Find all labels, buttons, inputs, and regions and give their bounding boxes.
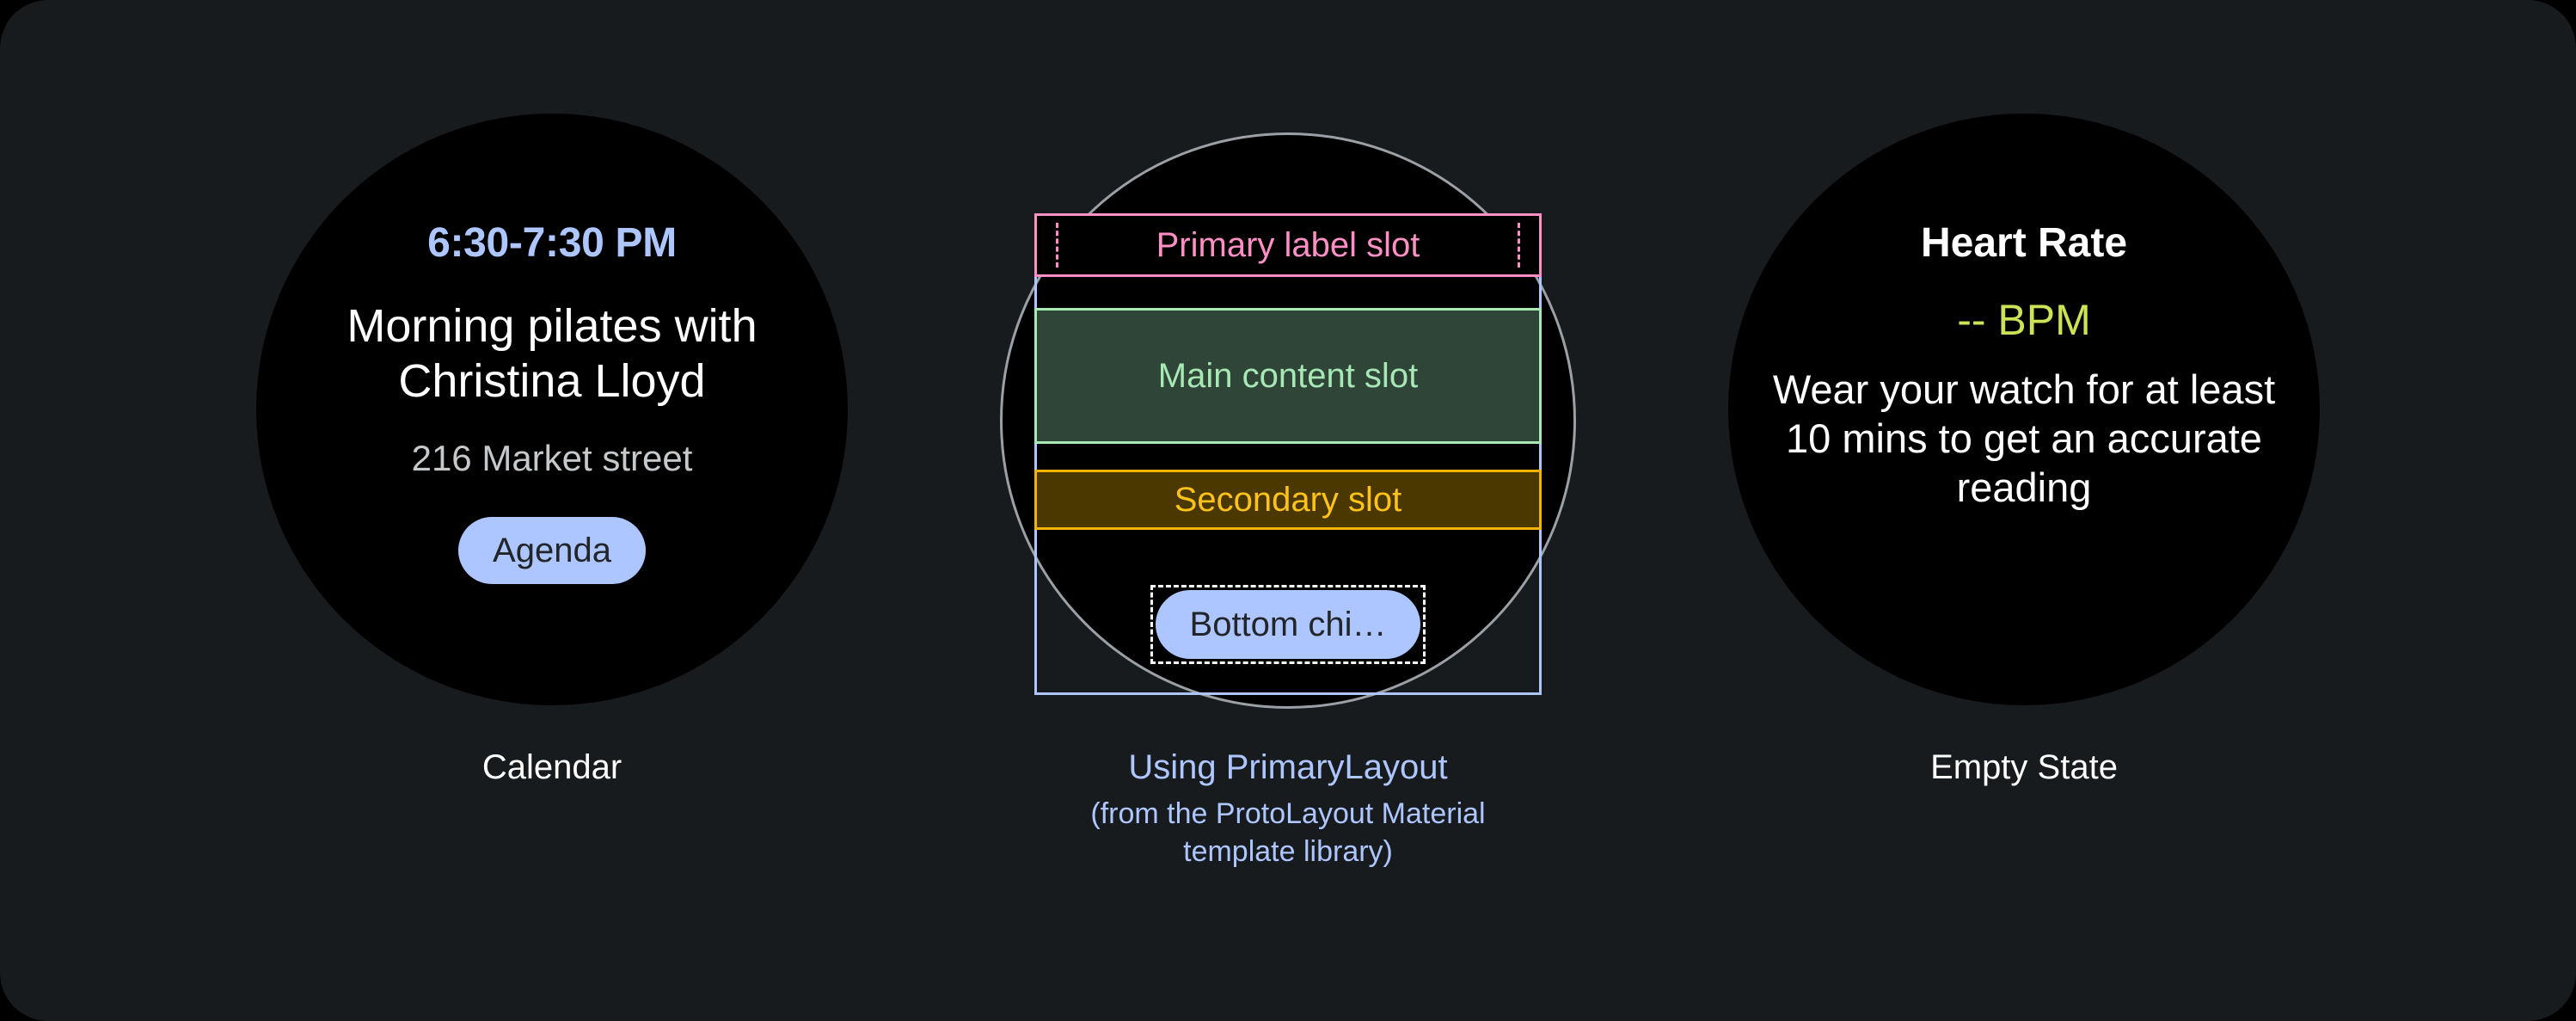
panel-primary-layout: Primary label slot Main content slot Sec…: [987, 114, 1589, 870]
secondary-slot-label: Secondary slot: [1174, 480, 1402, 519]
heart-rate-message: Wear your watch for at least 10 mins to …: [1772, 366, 2276, 511]
main-content-slot[interactable]: Main content slot: [1034, 308, 1542, 444]
caption-empty-state-label: Empty State: [1930, 748, 2118, 786]
watch-empty-state: Heart Rate -- BPM Wear your watch for at…: [1728, 114, 2320, 705]
bottom-chip-bounds: Bottom chi…: [1150, 584, 1426, 664]
event-time-range: 6:30-7:30 PM: [427, 220, 677, 266]
secondary-slot[interactable]: Secondary slot: [1034, 470, 1542, 530]
primary-label-slot-label: Primary label slot: [1156, 225, 1420, 264]
agenda-chip-button[interactable]: Agenda: [458, 517, 646, 585]
watch-calendar: 6:30-7:30 PM Morning pilates with Christ…: [256, 114, 848, 705]
event-title: Morning pilates with Christina Lloyd: [347, 299, 757, 407]
panel-calendar: 6:30-7:30 PM Morning pilates with Christ…: [251, 114, 853, 790]
bottom-chip-slot[interactable]: Bottom chi…: [1037, 556, 1539, 692]
primary-layout-container: Primary label slot Main content slot Sec…: [1034, 213, 1542, 695]
bottom-chip-button[interactable]: Bottom chi…: [1155, 589, 1421, 659]
panel-empty-state: Heart Rate -- BPM Wear your watch for at…: [1723, 114, 2325, 790]
caption-empty-state: Empty State: [1930, 747, 2118, 790]
primary-label-slot[interactable]: Primary label slot: [1034, 213, 1542, 277]
caption-calendar-label: Calendar: [481, 748, 623, 786]
watch-primary-layout: Primary label slot Main content slot Sec…: [992, 114, 1584, 709]
margin-guide-right-icon: [1518, 223, 1520, 268]
main-content-slot-label: Main content slot: [1157, 356, 1419, 395]
event-location: 216 Market street: [411, 438, 693, 479]
spacer-main-to-secondary: [1037, 444, 1539, 470]
spacer-secondary-to-bottom: [1037, 530, 1539, 556]
heart-rate-title: Heart Rate: [1920, 220, 2128, 266]
watch-face-empty-state: Heart Rate -- BPM Wear your watch for at…: [1728, 114, 2320, 705]
watch-face-calendar: 6:30-7:30 PM Morning pilates with Christ…: [256, 114, 848, 705]
spacer-primary-to-main: [1037, 277, 1539, 308]
heart-rate-value: -- BPM: [1957, 295, 2091, 344]
caption-calendar: Calendar: [482, 747, 622, 790]
caption-primary-layout-label: Using PrimaryLayout: [1128, 748, 1448, 786]
margin-guide-left-icon: [1056, 223, 1058, 268]
caption-primary-layout: Using PrimaryLayout (from the ProtoLayou…: [1086, 747, 1490, 870]
caption-primary-layout-sublabel: (from the ProtoLayout Material template …: [1090, 797, 1486, 868]
